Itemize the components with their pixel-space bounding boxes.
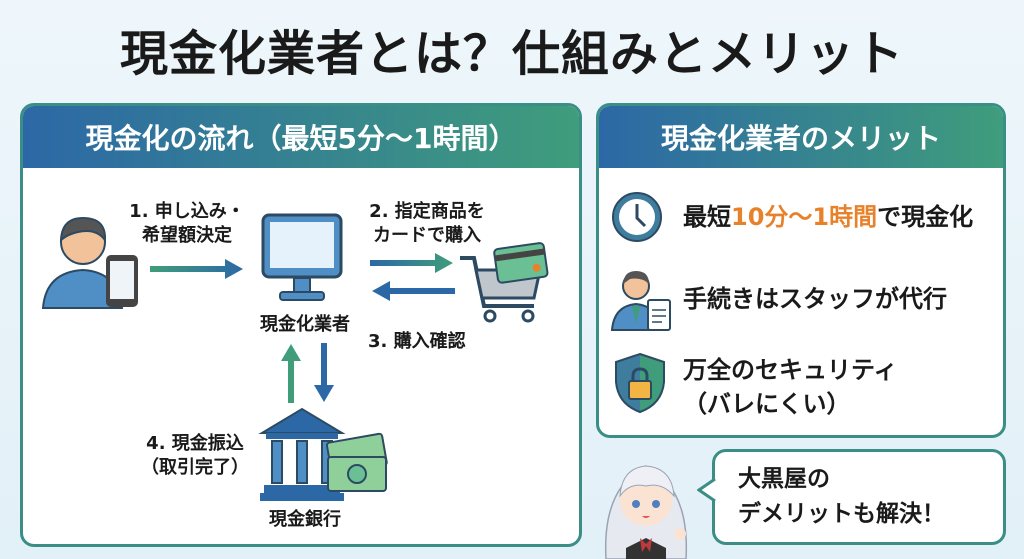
merit-security-line2: （バレにくい） bbox=[683, 390, 851, 418]
merit-security: 万全のセキュリティ （バレにくい） bbox=[683, 353, 898, 421]
merit-speed: 最短10分〜1時間で現金化 bbox=[683, 200, 973, 234]
flow-header: 現金化の流れ（最短5分〜1時間） bbox=[23, 106, 579, 168]
arrow-down-icon bbox=[314, 343, 334, 402]
dealer-label: 現金化業者 bbox=[260, 314, 350, 335]
step2-label: 2. 指定商品を カードで購入 bbox=[352, 200, 502, 248]
bank-label: 現金銀行 bbox=[269, 509, 341, 530]
speech-bubble bbox=[712, 449, 1006, 545]
bubble-line1: 大黒屋の bbox=[738, 466, 830, 492]
arrow-right-icon bbox=[370, 253, 453, 273]
character-illustration bbox=[604, 465, 688, 559]
step4-line1: 4. 現金振込 bbox=[146, 433, 244, 454]
security-shield-lock-icon bbox=[615, 352, 665, 414]
clock-icon bbox=[612, 192, 662, 242]
step1-label: 1. 申し込み・ 希望額決定 bbox=[112, 200, 262, 248]
step4-label: 4. 現金振込 （取引完了） bbox=[125, 432, 265, 480]
bubble-line2: デメリットも解決！ bbox=[738, 501, 945, 527]
merits-header: 現金化業者のメリット bbox=[599, 106, 1003, 168]
step2-line2: カードで購入 bbox=[373, 225, 481, 246]
merit-staff: 手続きはスタッフが代行 bbox=[683, 285, 947, 313]
step4-line2: （取引完了） bbox=[141, 457, 249, 478]
step1-line1: 1. 申し込み・ bbox=[129, 201, 245, 222]
merit-security-line1: 万全のセキュリティ bbox=[683, 356, 898, 384]
merits-panel: 現金化業者のメリット bbox=[596, 103, 1006, 438]
arrow-right-icon bbox=[150, 259, 243, 279]
step1-line2: 希望額決定 bbox=[142, 225, 232, 246]
merit-speed-post: で現金化 bbox=[877, 203, 974, 231]
merit-speed-highlight: 10分〜1時間 bbox=[731, 203, 878, 231]
step3-label: 3. 購入確認 bbox=[368, 331, 466, 352]
step2-line1: 2. 指定商品を bbox=[369, 201, 485, 222]
page-title: 現金化業者とは？仕組みとメリット bbox=[119, 26, 904, 82]
bank-with-money-icon bbox=[258, 407, 388, 501]
bubble-text: 大黒屋の デメリットも解決！ bbox=[738, 462, 945, 532]
merit-speed-pre: 最短 bbox=[683, 203, 731, 231]
computer-monitor-icon bbox=[261, 213, 343, 301]
arrow-left-icon bbox=[372, 281, 455, 301]
user-with-phone-icon bbox=[41, 216, 138, 309]
speech-bubble-tail bbox=[697, 477, 716, 503]
arrow-up-icon bbox=[281, 344, 301, 403]
shopping-cart-with-card-icon bbox=[460, 242, 549, 323]
staff-with-clipboard-icon bbox=[610, 271, 671, 331]
